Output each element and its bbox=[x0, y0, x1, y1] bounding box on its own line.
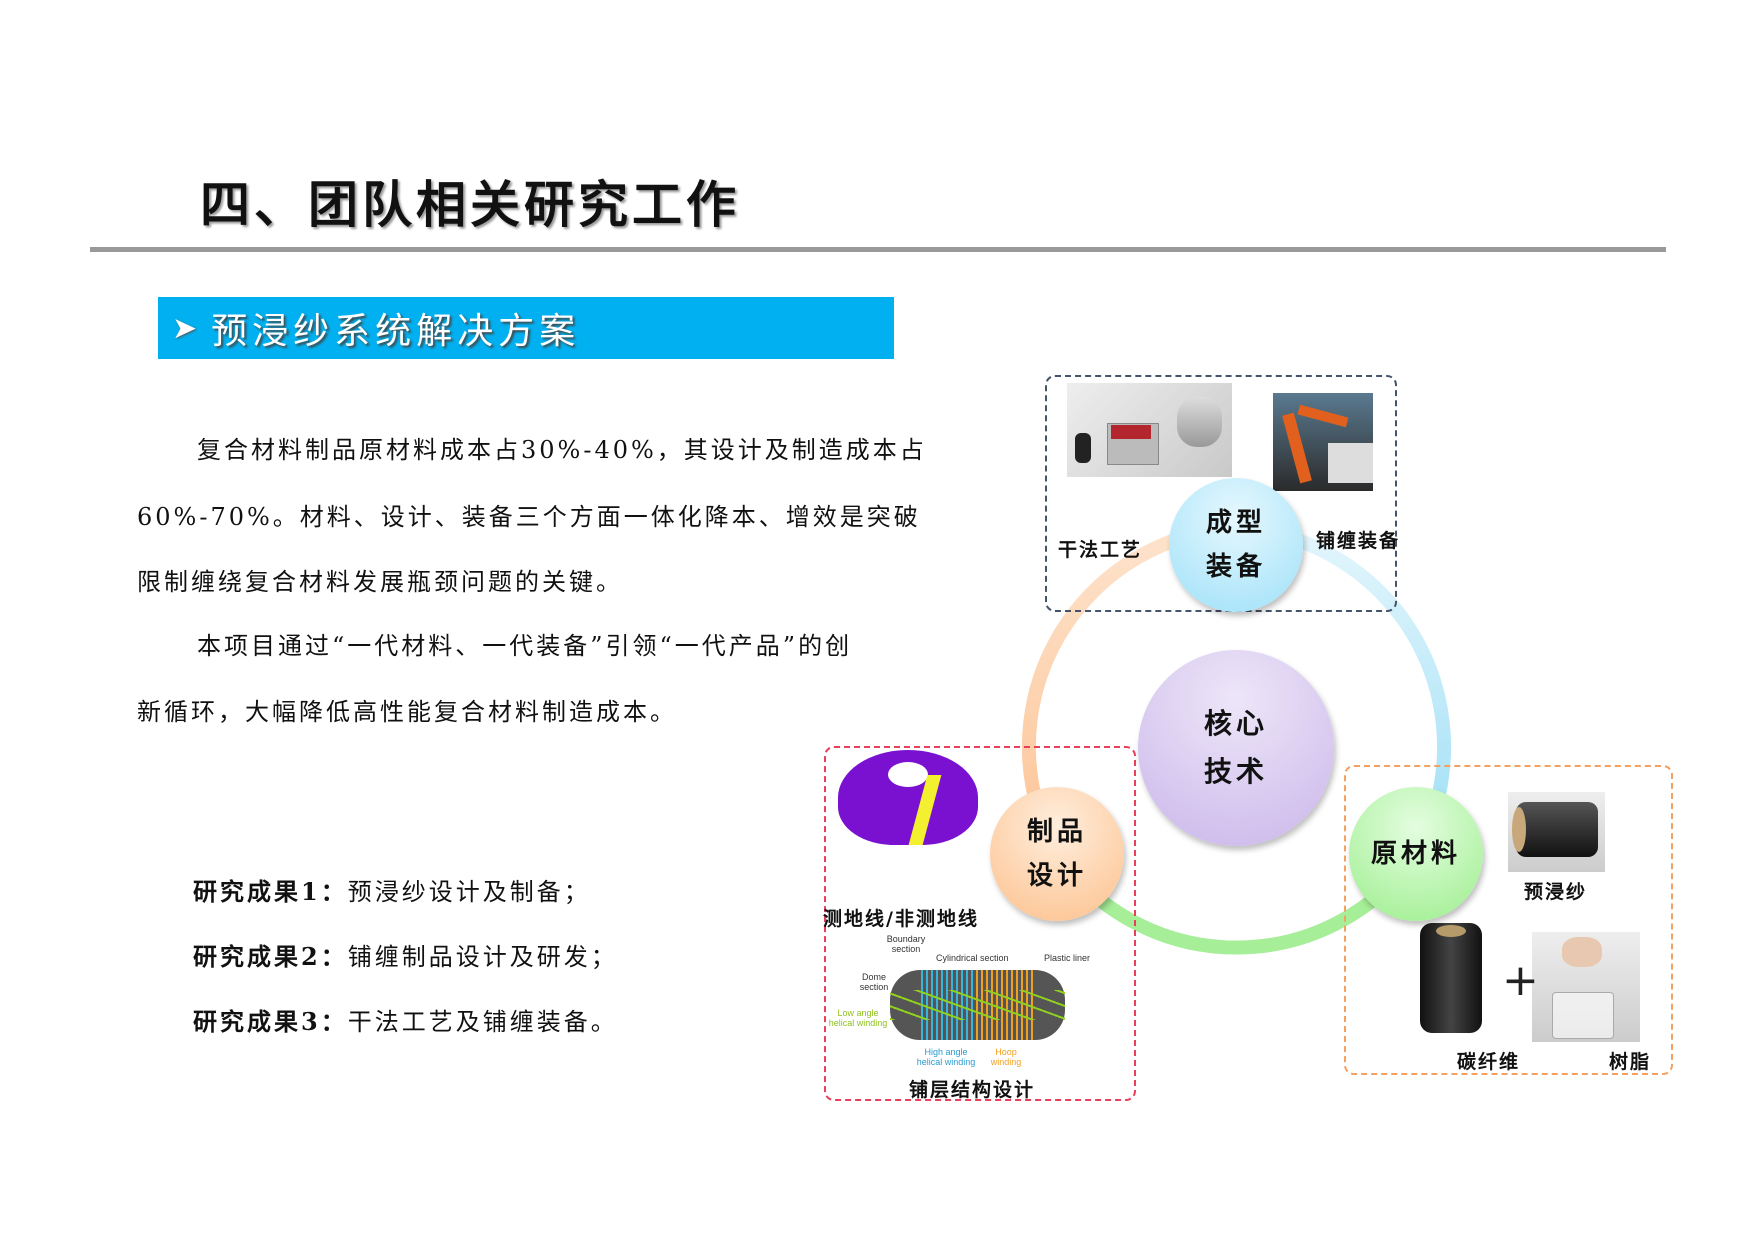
label-carbon-fiber: 碳纤维 bbox=[1457, 1051, 1521, 1073]
label-boundary-section: Boundary section bbox=[886, 934, 926, 954]
node-product-design: 制品 设计 bbox=[990, 787, 1124, 921]
node-text: 装备 bbox=[1205, 552, 1266, 582]
node-text: 技术 bbox=[1203, 755, 1268, 788]
winding-structure-figure: Boundary section Cylindrical section Pla… bbox=[826, 930, 1130, 1070]
node-text: 成型 bbox=[1205, 508, 1266, 538]
winding-robot-image bbox=[1273, 393, 1373, 491]
label-high-angle: High angle helical winding bbox=[916, 1047, 976, 1067]
node-text: 制品 bbox=[1026, 817, 1087, 847]
label-prepreg-yarn: 预浸纱 bbox=[1524, 881, 1588, 903]
label-geodesic: 测地线/非测地线 bbox=[823, 908, 979, 930]
label-dry-process: 干法工艺 bbox=[1058, 539, 1143, 561]
label-winding-equipment: 铺缠装备 bbox=[1316, 530, 1401, 552]
node-forming-equipment: 成型 装备 bbox=[1169, 478, 1303, 612]
node-core-technology: 核心 技术 bbox=[1138, 650, 1334, 846]
node-text: 核心 bbox=[1203, 707, 1268, 740]
equipment-box bbox=[1045, 375, 1397, 612]
carbon-fiber-spool-image bbox=[1420, 923, 1482, 1033]
result-label: 研究成果2： bbox=[193, 942, 348, 971]
plus-icon: + bbox=[1502, 955, 1539, 1006]
section-banner: ➤ 预浸纱系统解决方案 bbox=[158, 297, 894, 359]
arrow-right-icon: ➤ bbox=[172, 310, 198, 346]
result-text: 预浸纱设计及制备； bbox=[347, 878, 591, 906]
title-divider bbox=[90, 247, 1666, 252]
node-text: 原材料 bbox=[1370, 839, 1461, 869]
paragraph-line: 复合材料制品原材料成本占30%-40%，其设计及制造成本占 bbox=[197, 436, 927, 464]
prepreg-yarn-image bbox=[1508, 792, 1605, 872]
page-title: 四、团队相关研究工作 bbox=[200, 175, 740, 234]
label-resin: 树脂 bbox=[1609, 1051, 1652, 1073]
label-cylindrical-section: Cylindrical section bbox=[936, 953, 1009, 963]
node-raw-materials: 原材料 bbox=[1349, 787, 1483, 921]
paragraph-line: 限制缠绕复合材料发展瓶颈问题的关键。 bbox=[137, 568, 623, 596]
geodesic-dome-image bbox=[838, 750, 978, 845]
result-text: 干法工艺及铺缠装备。 bbox=[347, 1008, 618, 1036]
label-dome-section: Dome section bbox=[859, 972, 889, 992]
result-label: 研究成果3： bbox=[193, 1007, 348, 1036]
design-box bbox=[824, 746, 1136, 1101]
label-plastic-liner: Plastic liner bbox=[1044, 953, 1091, 963]
material-box bbox=[1344, 765, 1673, 1075]
node-text: 设计 bbox=[1026, 861, 1087, 891]
label-layup-design: 铺层结构设计 bbox=[909, 1079, 1036, 1101]
result-label: 研究成果1： bbox=[193, 877, 348, 906]
resin-image bbox=[1532, 932, 1640, 1042]
label-hoop: Hoop winding bbox=[990, 1047, 1022, 1067]
paragraph-line: 新循环，大幅降低高性能复合材料制造成本。 bbox=[137, 698, 677, 726]
paragraph-line: 60%-70%。材料、设计、装备三个方面一体化降本、增效是突破 bbox=[137, 503, 921, 531]
result-item: 研究成果1：预浸纱设计及制备； bbox=[193, 872, 591, 907]
paragraph-line: 本项目通过“一代材料、一代装备”引领“一代产品”的创 bbox=[197, 632, 853, 660]
result-text: 铺缠制品设计及研发； bbox=[347, 943, 618, 971]
dry-process-image bbox=[1067, 383, 1232, 477]
section-title: 预浸纱系统解决方案 bbox=[211, 311, 581, 352]
label-low-angle: Low angle helical winding bbox=[828, 1008, 888, 1028]
result-item: 研究成果2：铺缠制品设计及研发； bbox=[193, 937, 618, 972]
result-item: 研究成果3：干法工艺及铺缠装备。 bbox=[193, 1002, 618, 1037]
